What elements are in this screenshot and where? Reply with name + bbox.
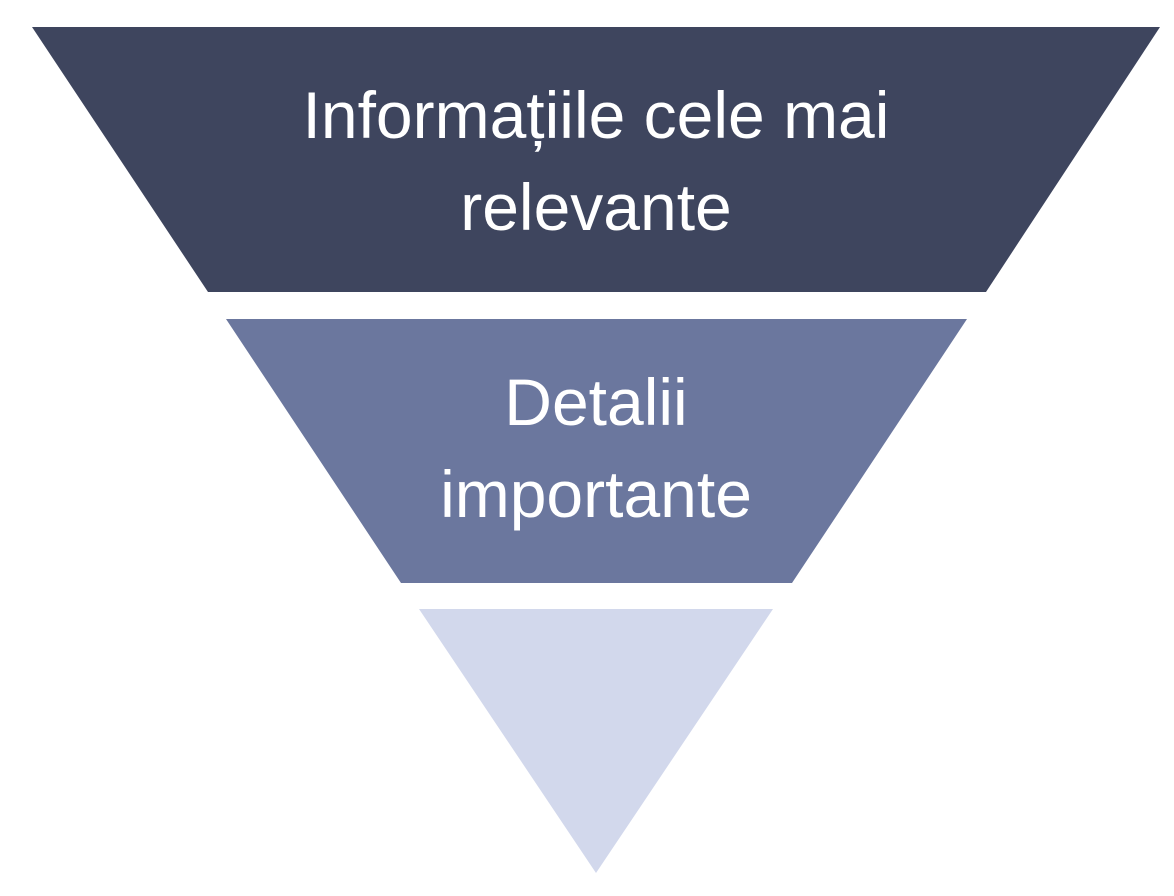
tier-middle-label-line-1: Detalii	[504, 365, 687, 439]
pyramid-tier-middle	[226, 319, 967, 583]
pyramid-tier-top	[32, 27, 1160, 292]
tier-middle-label-line-2: importante	[440, 457, 752, 531]
pyramid-tier-bottom	[419, 609, 773, 873]
tier-top-label-line-2: relevante	[460, 170, 732, 244]
tier-top-label-line-1: Informațiile cele mai	[303, 78, 890, 152]
